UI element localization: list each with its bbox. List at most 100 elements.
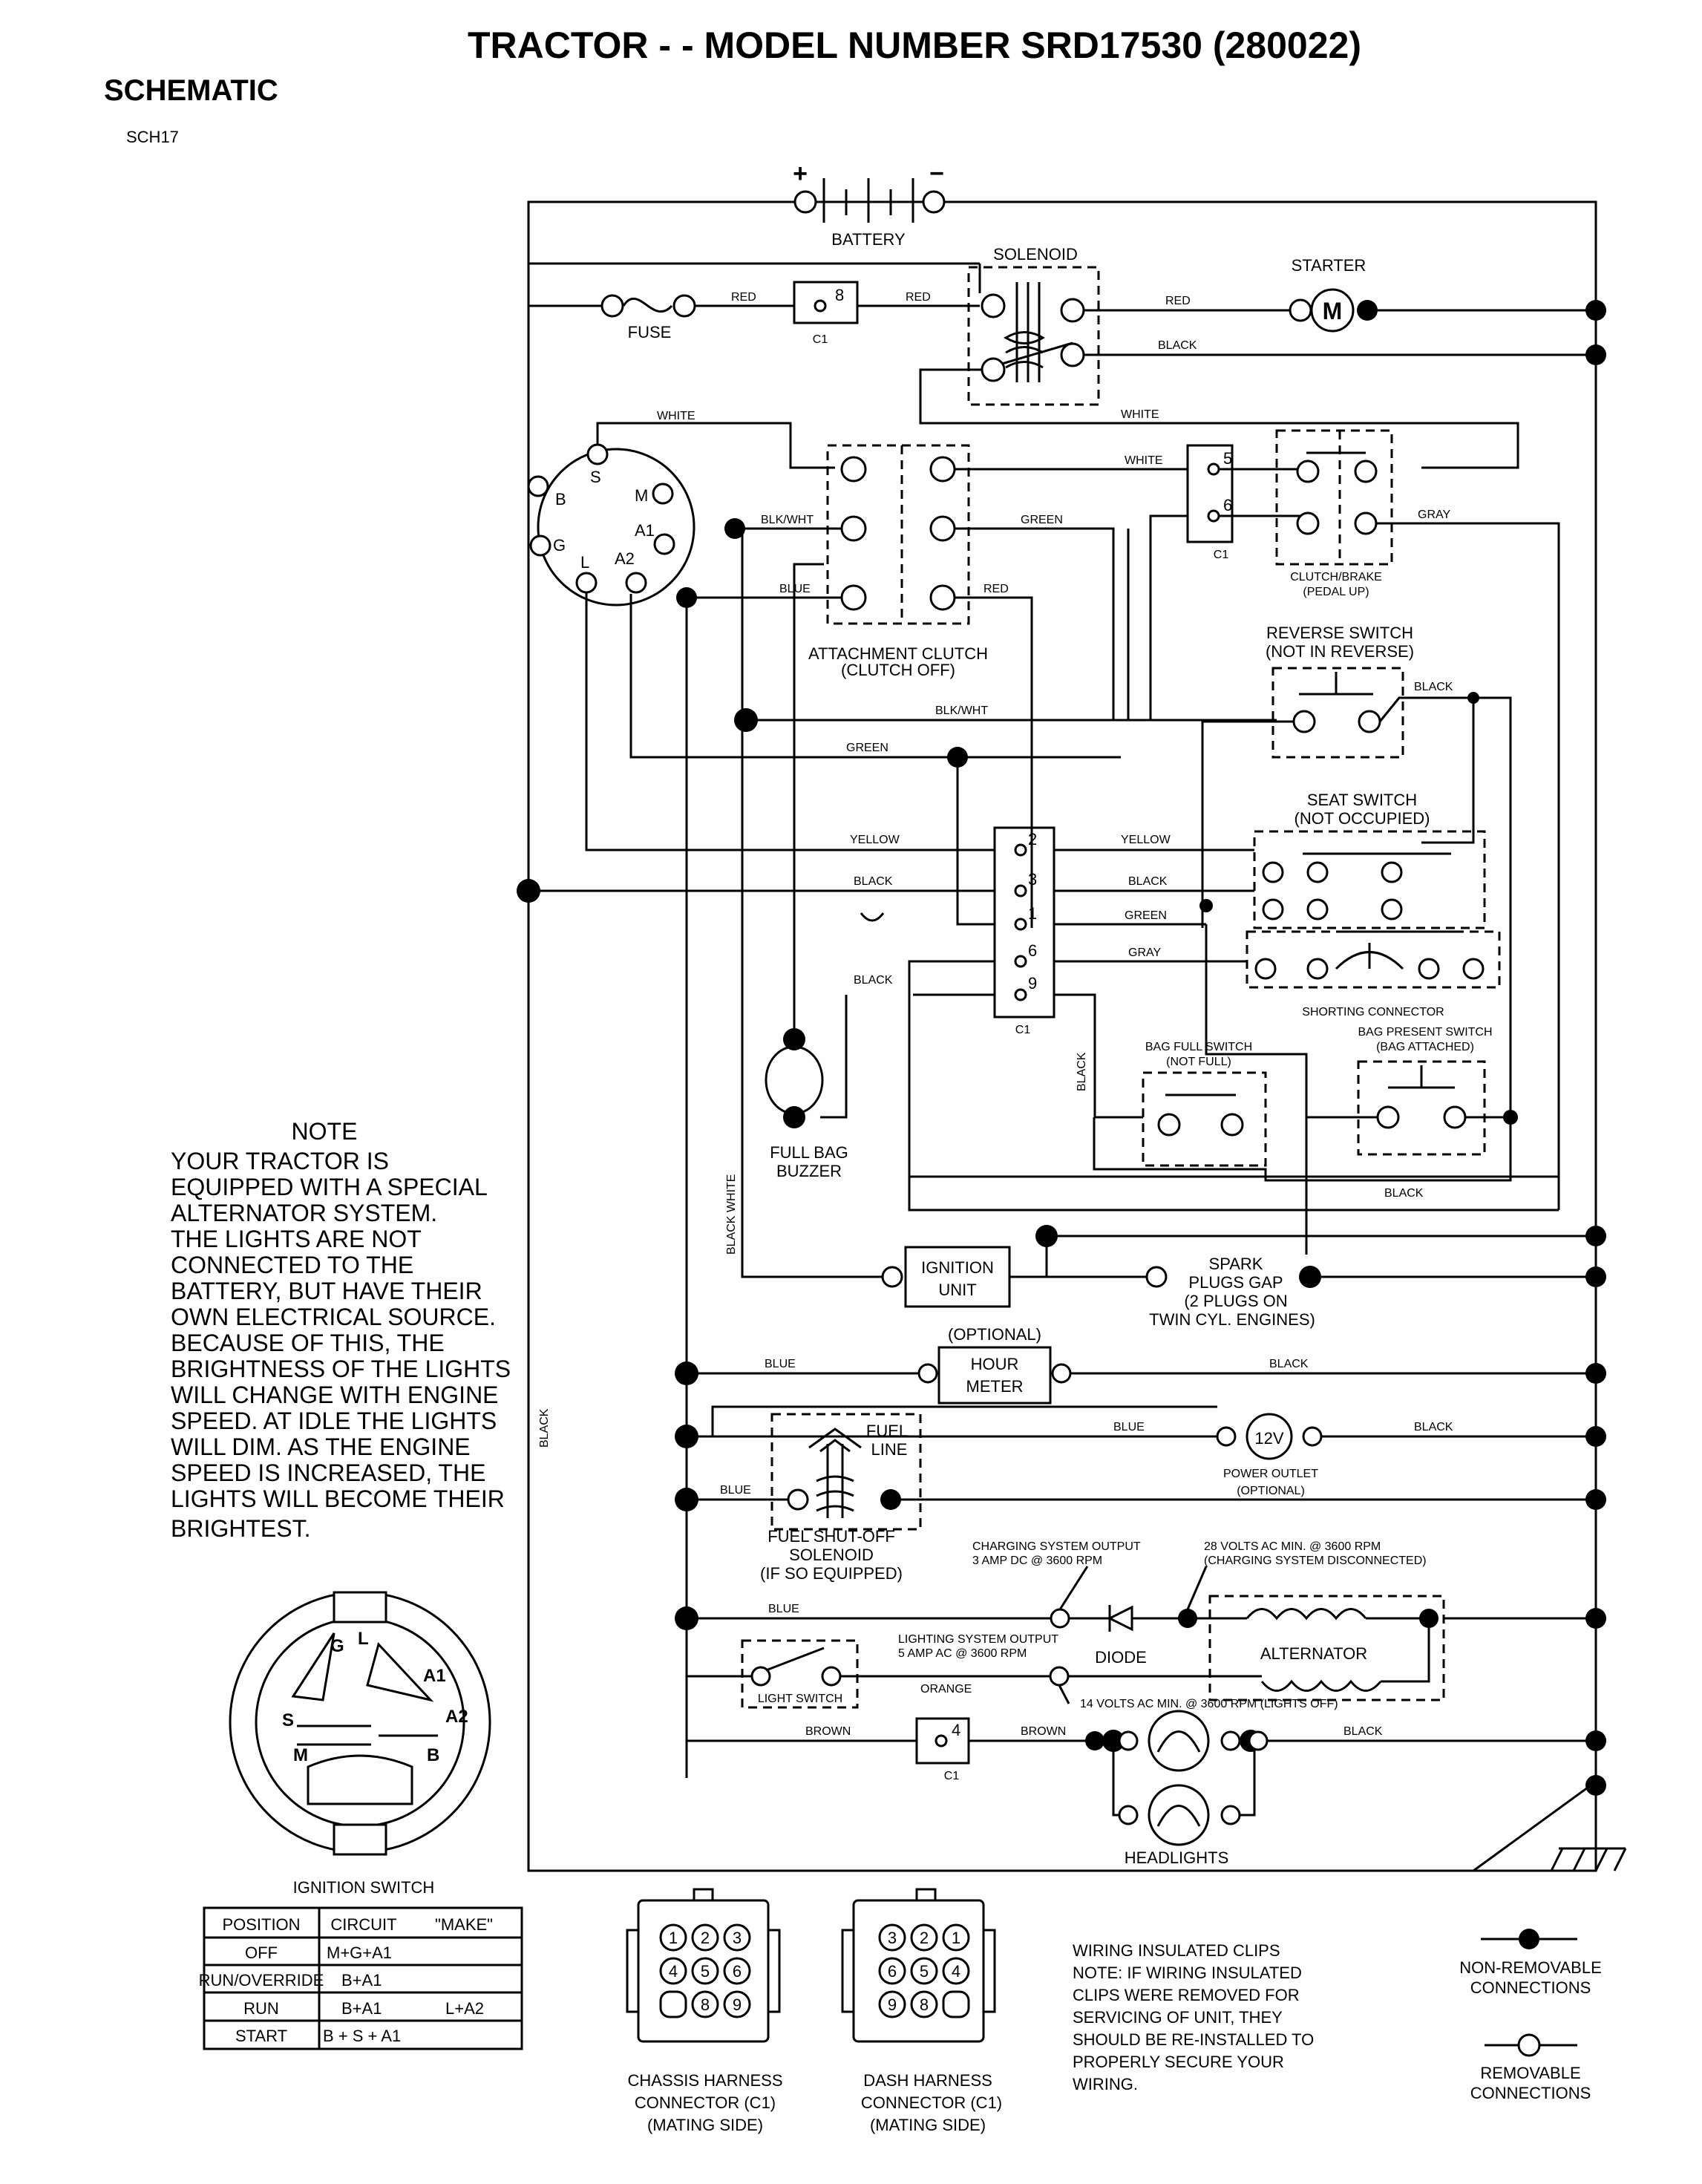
wire-label-blkwht-2: BLK/WHT <box>935 704 988 717</box>
ignition-switch-schematic: B S M G A1 L A2 <box>527 443 695 607</box>
alternator-note: NOTE YOUR TRACTOR IS EQUIPPED WITH A SPE… <box>171 1118 511 1542</box>
power-outlet: 12V POWER OUTLET (OPTIONAL) <box>1216 1413 1323 1497</box>
wire-label-white-1: WHITE <box>1121 408 1159 421</box>
svg-text:CONNECTIONS: CONNECTIONS <box>1470 2084 1591 2102</box>
svg-text:6: 6 <box>1028 941 1037 960</box>
svg-text:4: 4 <box>669 1962 678 1981</box>
legend-removable: REMOVABLE CONNECTIONS <box>1470 2033 1591 2102</box>
attachment-clutch-state: (CLUTCH OFF) <box>841 661 955 679</box>
svg-text:SERVICING OF UNIT, THEY: SERVICING OF UNIT, THEY <box>1073 2008 1283 2027</box>
wire-label-red-1: RED <box>731 291 756 304</box>
chassis-harness-connector: 1 2 3 4 5 6 8 9 CHASSIS HARNESS CONNECTO… <box>626 1888 783 2134</box>
svg-text:RUN: RUN <box>243 1999 279 2018</box>
svg-text:LINE: LINE <box>871 1440 908 1459</box>
charging-output-label: CHARGING SYSTEM OUTPUT 3 AMP DC @ 3600 R… <box>972 1540 1141 1567</box>
solenoid-label: SOLENOID <box>993 245 1078 264</box>
diode: DIODE <box>1069 1605 1188 1667</box>
svg-text:B+A1: B+A1 <box>341 1971 382 1990</box>
svg-text:(CHARGING SYSTEM DISCONNECTED): (CHARGING SYSTEM DISCONNECTED) <box>1204 1554 1427 1567</box>
battery: + − BATTERY <box>793 160 946 249</box>
svg-text:S: S <box>282 1710 294 1730</box>
lighting-output-label: LIGHTING SYSTEM OUTPUT 5 AMP AC @ 3600 R… <box>898 1633 1058 1660</box>
svg-text:9: 9 <box>888 1995 897 2014</box>
table-header-circuit: CIRCUIT <box>330 1915 396 1934</box>
page-subtitle: SCHEMATIC <box>104 74 278 107</box>
svg-text:9: 9 <box>1028 974 1037 993</box>
svg-text:B: B <box>427 1745 439 1765</box>
charging-disconnected-label: 28 VOLTS AC MIN. @ 3600 RPM (CHARGING SY… <box>1204 1540 1427 1567</box>
svg-text:OWN ELECTRICAL SOURCE.: OWN ELECTRICAL SOURCE. <box>171 1304 496 1330</box>
wire-label-blue-4: BLUE <box>720 1484 751 1497</box>
svg-text:1: 1 <box>1028 904 1037 923</box>
reverse-switch-label: REVERSE SWITCH <box>1266 624 1413 642</box>
wire-label-black-4: BLACK <box>1128 875 1168 888</box>
svg-text:2: 2 <box>1028 830 1037 849</box>
fuel-solenoid-state: (IF SO EQUIPPED) <box>760 1564 903 1583</box>
svg-text:9: 9 <box>733 1995 742 2014</box>
svg-text:SPEED IS INCREASED, THE: SPEED IS INCREASED, THE <box>171 1459 485 1486</box>
svg-text:M: M <box>635 486 648 505</box>
svg-text:SHOULD BE RE-INSTALLED TO: SHOULD BE RE-INSTALLED TO <box>1073 2030 1314 2049</box>
alternator: ALTERNATOR <box>1208 1595 1445 1701</box>
wire-label-black-white: BLACK WHITE <box>725 1174 738 1255</box>
svg-text:A1: A1 <box>635 521 655 540</box>
svg-text:8: 8 <box>701 1995 710 2014</box>
svg-text:PLUGS GAP: PLUGS GAP <box>1188 1273 1283 1292</box>
wire-label-black-9: BLACK <box>1414 1421 1453 1433</box>
svg-text:EQUIPPED WITH A SPECIAL: EQUIPPED WITH A SPECIAL <box>171 1174 488 1200</box>
svg-text:LIGHTS WILL BECOME THEIR: LIGHTS WILL BECOME THEIR <box>171 1485 505 1512</box>
svg-text:3: 3 <box>888 1929 897 1947</box>
svg-text:CLIPS WERE REMOVED FOR: CLIPS WERE REMOVED FOR <box>1073 1986 1300 2004</box>
svg-text:B+A1: B+A1 <box>341 1999 382 2018</box>
svg-text:LIGHTING SYSTEM OUTPUT: LIGHTING SYSTEM OUTPUT <box>898 1633 1058 1646</box>
clips-note: WIRING INSULATED CLIPS NOTE: IF WIRING I… <box>1073 1941 1314 2093</box>
dash-connector-label: DASH HARNESS <box>863 2071 992 2090</box>
starter-motor: M STARTER <box>1289 256 1378 333</box>
wire-label-red-3: RED <box>1165 295 1191 307</box>
svg-text:8: 8 <box>835 286 844 304</box>
svg-text:ALTERNATOR SYSTEM.: ALTERNATOR SYSTEM. <box>171 1200 437 1226</box>
wire-label-black-2: BLACK <box>1414 681 1453 693</box>
svg-text:G: G <box>330 1636 344 1656</box>
svg-text:B: B <box>555 490 566 509</box>
wire-label-black-11: BLACK <box>538 1408 551 1448</box>
ignition-switch-face: G L A1 A2 S M B <box>229 1591 491 1856</box>
table-header-make: "MAKE" <box>435 1915 493 1934</box>
fuse: FUSE <box>528 294 696 341</box>
dash-harness-connector: 3 2 1 6 5 4 9 8 DASH HARNESS CONNECTOR (… <box>841 1888 1002 2134</box>
svg-text:REMOVABLE: REMOVABLE <box>1480 2064 1580 2082</box>
chassis-connector-label-2: CONNECTOR (C1) <box>635 2093 776 2112</box>
svg-text:A2: A2 <box>445 1707 468 1727</box>
svg-text:BRIGHTEST.: BRIGHTEST. <box>171 1515 310 1542</box>
svg-text:NOTE: IF WIRING INSULATED: NOTE: IF WIRING INSULATED <box>1073 1964 1302 1982</box>
lights-off-label: 14 VOLTS AC MIN. @ 3600 RPM (LIGHTS OFF) <box>1080 1698 1338 1710</box>
svg-text:6: 6 <box>733 1962 742 1981</box>
fuel-solenoid-label-2: SOLENOID <box>789 1546 874 1564</box>
svg-text:HOUR: HOUR <box>971 1355 1019 1373</box>
power-outlet-label: POWER OUTLET <box>1223 1468 1318 1480</box>
reverse-switch-state: (NOT IN REVERSE) <box>1266 642 1414 661</box>
dash-connector-label-2: CONNECTOR (C1) <box>861 2093 1002 2112</box>
svg-text:YOUR TRACTOR IS: YOUR TRACTOR IS <box>171 1148 389 1174</box>
svg-text:CONNECTED TO THE: CONNECTED TO THE <box>171 1252 413 1278</box>
svg-text:A2: A2 <box>615 549 635 568</box>
svg-text:5: 5 <box>920 1962 929 1981</box>
wire-label-red-4: RED <box>983 583 1009 595</box>
shorting-connector-label: SHORTING CONNECTOR <box>1302 1006 1444 1019</box>
chassis-connector-label-3: (MATING SIDE) <box>647 2116 763 2134</box>
ignition-switch-title: IGNITION SWITCH <box>293 1878 435 1897</box>
shorting-connector: SHORTING CONNECTOR <box>1246 930 1501 1019</box>
full-bag-buzzer-label: FULL BAG <box>770 1143 848 1162</box>
fuel-solenoid-label: FUEL SHUT-OFF <box>767 1527 895 1546</box>
wire-label-blue-3: BLUE <box>1113 1421 1145 1433</box>
clutch-brake-label: CLUTCH/BRAKE <box>1290 571 1382 583</box>
c1-pin-4: 4 C1 <box>915 1717 970 1782</box>
ignition-switch-table: POSITION CIRCUIT "MAKE" OFF M+G+A1 RUN/O… <box>199 1906 523 2050</box>
svg-text:C1: C1 <box>944 1770 960 1782</box>
starter-label: STARTER <box>1292 256 1366 275</box>
svg-text:BATTERY, BUT HAVE THEIR: BATTERY, BUT HAVE THEIR <box>171 1278 482 1304</box>
wire-label-gray-1: GRAY <box>1418 509 1450 521</box>
c1-main-connector: 2 3 1 6 9 C1 <box>993 826 1055 1036</box>
svg-text:12V: 12V <box>1254 1429 1283 1448</box>
svg-text:UNIT: UNIT <box>938 1281 976 1299</box>
